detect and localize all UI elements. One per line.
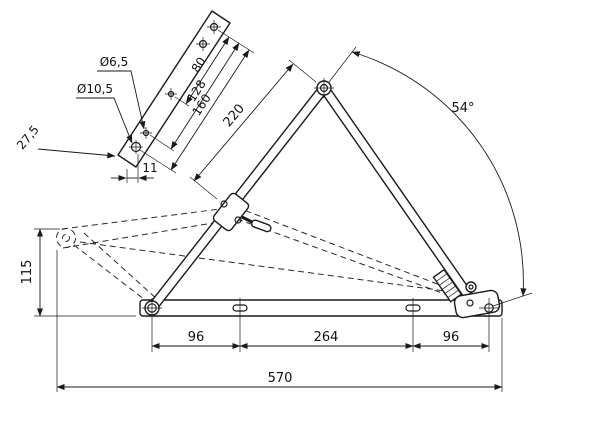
dim-label-dia-small: Ø6,5 xyxy=(100,55,129,69)
folded-end-cap xyxy=(56,228,76,248)
dim-line-220 xyxy=(193,63,294,182)
dim-label-11: 11 xyxy=(142,161,157,175)
leader-27-5 xyxy=(37,148,116,159)
bracket-plate xyxy=(212,192,250,232)
dim-label-115: 115 xyxy=(20,260,35,285)
leader-dia-large xyxy=(76,97,133,144)
dim-label-96-right: 96 xyxy=(443,330,460,345)
extension-lines xyxy=(34,29,533,392)
dim-label-27-5: 27,5 xyxy=(14,123,42,152)
dim-label-54: 54° xyxy=(451,101,474,116)
latch-hole xyxy=(466,299,474,307)
dim-label-dia-large: Ø10,5 xyxy=(77,82,113,96)
adjustment-bracket xyxy=(212,192,272,233)
base-bar xyxy=(139,299,503,317)
bracket-hole-lower xyxy=(234,216,242,224)
dim-label-220: 220 xyxy=(221,101,248,130)
bracket-hole-upper xyxy=(220,200,228,208)
wing-screw-handle xyxy=(250,219,272,233)
dim-label-96-left: 96 xyxy=(188,330,205,345)
dim-arc-54 xyxy=(351,51,527,297)
dimensions: 80 128 160 Ø6,5 Ø10,5 27,5 11 220 54° 11… xyxy=(14,29,533,392)
hole-center-marks-main xyxy=(142,78,499,318)
folded-end-hole xyxy=(62,234,70,242)
leader-dia-small xyxy=(97,70,146,130)
dim-label-570: 570 xyxy=(268,371,293,386)
dim-label-264: 264 xyxy=(314,330,339,345)
folded-brace-line xyxy=(79,241,454,293)
folded-short-link xyxy=(73,232,159,304)
latch-knob xyxy=(465,281,477,293)
right-arm xyxy=(319,84,473,299)
